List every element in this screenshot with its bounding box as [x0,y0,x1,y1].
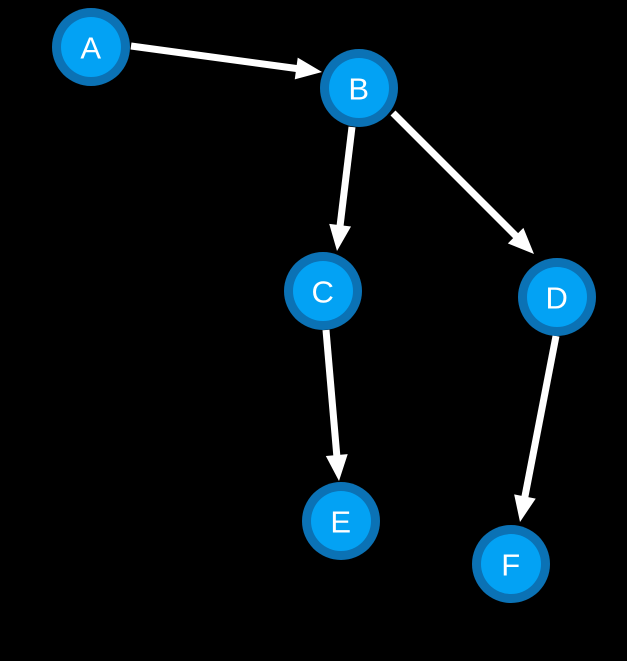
edge-line [336,126,356,229]
node-label-e: E [330,505,351,540]
node-core [527,267,587,327]
graph-node-f[interactable]: F [472,525,550,603]
node-core [311,491,371,551]
edges-layer [130,42,560,522]
edge-c-e[interactable] [322,329,348,481]
node-core [481,534,541,594]
edge-line [322,329,341,459]
edge-line [520,335,560,501]
node-label-b: B [348,72,369,107]
edge-d-f[interactable] [514,335,560,522]
nodes-layer: A B C D E F [52,8,596,603]
graph-node-b[interactable]: B [320,49,398,127]
edge-b-c[interactable] [329,126,356,251]
graph-node-c[interactable]: C [284,252,362,330]
graph-node-a[interactable]: A [52,8,130,86]
edge-arrowhead-icon [294,57,322,80]
node-label-d: D [546,281,569,316]
edge-b-d[interactable] [390,110,534,254]
edge-line [130,42,300,73]
graph-node-d[interactable]: D [518,258,596,336]
edge-arrowhead-icon [514,494,536,522]
edge-arrowhead-icon [329,223,352,251]
node-core [293,261,353,321]
node-core [329,58,389,118]
node-label-c: C [312,275,335,310]
edge-arrowhead-icon [507,227,534,254]
edge-arrowhead-icon [325,454,348,481]
node-label-a: A [80,31,101,66]
node-label-f: F [501,548,520,583]
node-core [61,17,121,77]
graph-node-e[interactable]: E [302,482,380,560]
edge-a-b[interactable] [130,42,322,80]
edge-line [390,110,521,241]
